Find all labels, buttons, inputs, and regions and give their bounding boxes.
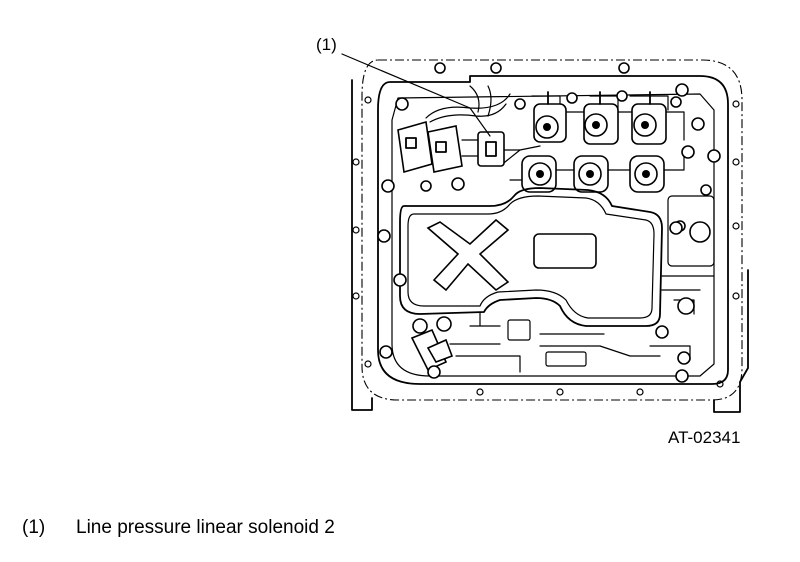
bolts <box>377 62 721 383</box>
strainer-cover-inner <box>407 195 655 319</box>
gasket-perimeter <box>361 59 743 401</box>
filter-x-boss <box>426 218 510 292</box>
upper-solenoids <box>514 90 685 145</box>
lower-solenoids <box>499 117 705 193</box>
legend-number: (1) <box>22 517 46 538</box>
legend-item: (1) Line pressure linear solenoid 2 <box>22 517 335 539</box>
harness-connectors <box>397 85 521 192</box>
callout-leader-line <box>341 53 491 137</box>
strainer-cover <box>399 187 663 327</box>
right-passages <box>649 184 715 361</box>
strainer-window <box>533 233 597 269</box>
callout-label-1: (1) <box>316 35 337 54</box>
lower-fittings <box>410 311 661 379</box>
legend-text: Line pressure linear solenoid 2 <box>76 517 335 538</box>
gasket-holes <box>352 96 740 396</box>
valve-body-outline <box>377 75 729 385</box>
line-pressure-linear-solenoid-2 <box>477 131 505 167</box>
valve-body-inner-outline <box>391 93 715 377</box>
housing-outline <box>351 79 749 413</box>
figure-code: AT-02341 <box>668 428 741 447</box>
